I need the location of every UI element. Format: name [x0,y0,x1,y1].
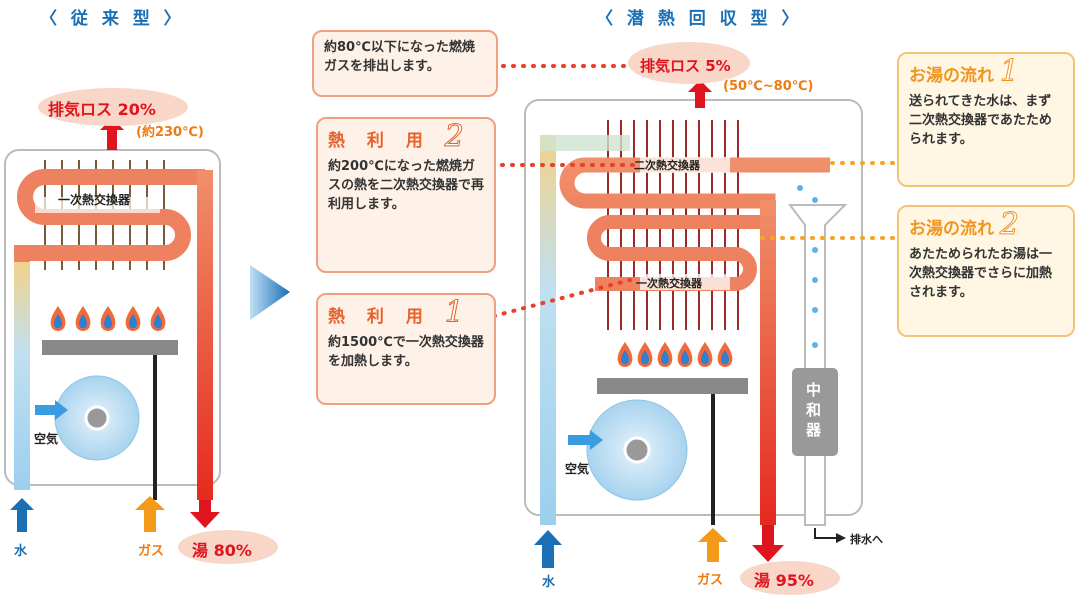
callout-text: 約200℃になった燃焼ガスの熱を二次熱交換器で再利用します。 [328,159,485,212]
title-conventional: 〈 従 来 型 〉 [40,9,185,29]
water-drops [797,185,818,348]
callout-number: 1 [999,54,1020,89]
gas-arrow [698,528,728,562]
exhaust-ellipse [38,88,188,126]
exhaust-arrow [688,80,712,108]
water-arrow [10,498,34,532]
neutralizer [792,368,838,456]
air-label: 空気 [565,462,590,476]
callout-text: 約80℃以下になった燃焼ガスを排出します。 [324,40,475,74]
gas-label: ガス [138,544,165,559]
water-pipe [540,135,556,525]
hot-ellipse [740,561,840,595]
hot-pipe [760,200,776,525]
air-label: 空気 [34,432,59,446]
hot-arrow [190,500,220,528]
conventional-unit [4,118,221,532]
callout-exhaust: 約80℃以下になった燃焼ガスを排出します。 [312,30,498,97]
secondary-hx-label: 二次熱交換器 [634,159,700,172]
callout-text: 約1500℃で一次熱交換器を加熱します。 [328,335,484,369]
drain-pipe [788,204,848,526]
burner [42,340,178,355]
callout-text: あたためられたお湯は一次熱交換器でさらに加熱されます。 [909,247,1053,300]
callout-title: お湯の流れ [909,66,994,86]
hot-ellipse [178,530,278,564]
gas-arrow [135,496,165,532]
gas-label: ガス [697,573,724,588]
callout-number: 2 [444,119,464,154]
latent-unit [524,80,863,568]
leader-lines [490,64,900,318]
water-label: 水 [14,544,28,559]
exhaust-loss-label: 排気ロス 20% [48,100,156,119]
callout-title: 熱 利 用 [328,307,431,327]
callout-hot-water-flow-2: お湯の流れ 2 あたためられたお湯は一次熱交換器でさらに加熱されます。 [897,205,1075,337]
burner [597,378,748,394]
exhaust-temp-label: (50℃~80℃) [723,79,814,94]
callout-title: 熱 利 用 [328,131,431,151]
air-arrow [568,430,603,450]
exhaust-temp-label: (約230℃) [136,125,204,140]
title-latent: 〈 潜 熱 回 収 型 〉 [596,9,803,29]
water-label: 水 [542,575,556,590]
transition-arrow [250,265,290,320]
exhaust-arrow [100,118,124,150]
hot-pipe [197,170,213,500]
primary-hx-label: 一次熱交換器 [58,193,131,207]
exhaust-ellipse [628,42,750,84]
callout-heat-use-2: 熱 利 用 2 約200℃になった燃焼ガスの熱を二次熱交換器で再利用します。 [316,117,496,273]
primary-hx-coil [587,215,765,291]
primary-hx-label: 一次熱交換器 [636,277,702,290]
callout-hot-water-flow-1: お湯の流れ 1 送られてきた水は、まず二次熱交換器であたためられます。 [897,52,1075,187]
secondary-hx-coil [559,157,830,525]
hot-water-label: 湯 95% [754,571,814,590]
drain-label: 排水へ [850,533,883,546]
water-pipe [14,262,30,490]
air-arrow [35,400,68,420]
hot-water-label: 湯 80% [192,541,252,560]
callout-heat-use-1: 熱 利 用 1 約1500℃で一次熱交換器を加熱します。 [316,293,496,405]
hot-arrow [752,525,784,562]
primary-hx-coil [14,169,205,490]
callout-number: 1 [444,295,464,330]
neutralizer-label: 中和器 [806,381,822,439]
water-arrow [534,530,562,568]
callout-title: お湯の流れ [909,219,994,239]
exhaust-loss-label: 排気ロス 5% [640,57,731,75]
callout-number: 2 [999,207,1020,242]
callout-text: 送られてきた水は、まず二次熱交換器であたためられます。 [909,94,1052,147]
drain-arrow [836,533,846,543]
